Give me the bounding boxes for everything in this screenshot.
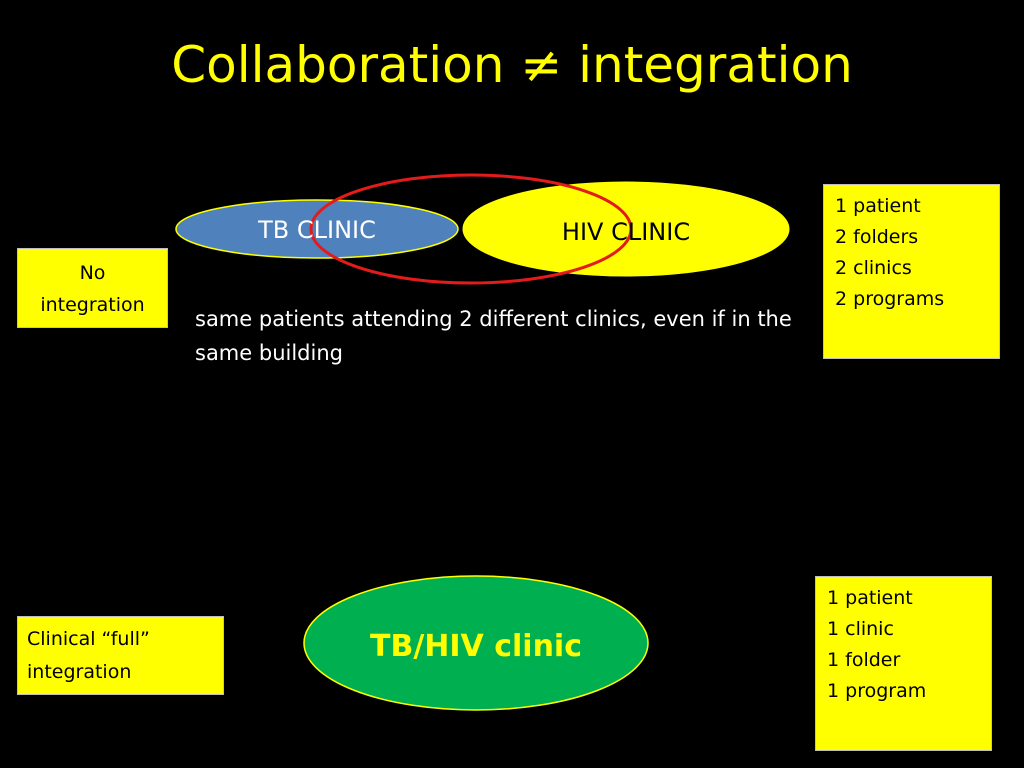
same-patients-note: same patients attending 2 different clin… bbox=[195, 307, 792, 365]
fact-item: 1 patient bbox=[835, 195, 921, 217]
tbhiv-clinic-ellipse bbox=[303, 575, 649, 711]
fact-item: 2 folders bbox=[835, 226, 919, 248]
tbhiv-clinic-label: TB/HIV clinic bbox=[370, 629, 582, 664]
no-integration-line: integration bbox=[40, 294, 145, 316]
full-integration-line: integration bbox=[27, 661, 132, 683]
fact-item: 1 patient bbox=[827, 587, 913, 609]
separate-care-facts-box: 1 patient 2 folders 2 clinics 2 programs bbox=[823, 184, 1000, 359]
slide-title: Collaboration ≠ integration bbox=[171, 36, 853, 94]
fact-item: 1 program bbox=[827, 680, 927, 702]
hiv-clinic-ellipse bbox=[462, 181, 790, 277]
no-integration-line: No bbox=[79, 262, 106, 284]
fact-item: 1 folder bbox=[827, 649, 901, 671]
tb-clinic-ellipse bbox=[175, 199, 459, 259]
full-integration-box: Clinical “full” integration bbox=[17, 616, 224, 695]
fact-item: 2 programs bbox=[835, 288, 945, 310]
fact-item: 2 clinics bbox=[835, 257, 912, 279]
fact-item: 1 clinic bbox=[827, 618, 894, 640]
tb-clinic-label: TB CLINIC bbox=[257, 216, 376, 244]
overlap-outline bbox=[309, 173, 633, 285]
integrated-care-facts-box: 1 patient 1 clinic 1 folder 1 program bbox=[815, 576, 992, 751]
full-integration-line: Clinical “full” bbox=[27, 628, 150, 650]
hiv-clinic-label: HIV CLINIC bbox=[562, 218, 690, 246]
no-integration-box: No integration bbox=[17, 248, 168, 328]
